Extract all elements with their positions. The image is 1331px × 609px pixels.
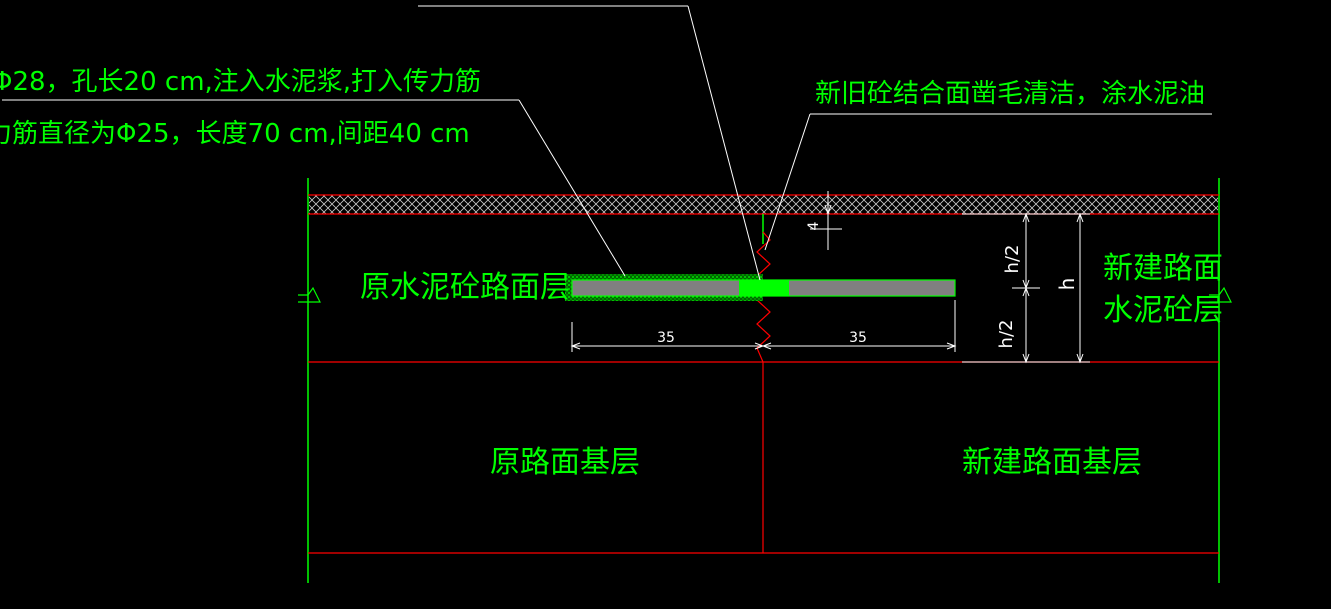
old-concrete-layer-label: 原水泥砼路面层 — [360, 270, 570, 305]
depth-dimension — [962, 212, 1090, 364]
dowel-bar-left — [572, 280, 762, 296]
new-concrete-layer-label-line2: 水泥砼层 — [1103, 293, 1223, 328]
right-break-symbol — [1209, 286, 1232, 303]
surface-thickness-dimension — [810, 191, 842, 250]
new-base-layer-label: 新建路面基层 — [962, 445, 1142, 480]
surface-hatch-layer — [309, 195, 1218, 214]
leader-joint-diagonal — [764, 113, 811, 251]
dowel-bar-right — [763, 280, 955, 296]
left-length-label: 35 — [657, 330, 675, 346]
bar-note: 力筋直径为Φ25，长度70 cm,间距40 cm — [0, 119, 470, 149]
leader-hole-diagonal — [518, 99, 626, 277]
length-dimension — [570, 300, 957, 352]
hole-note: Φ28，孔长20 cm,注入水泥浆,打入传力筋 — [0, 67, 481, 97]
new-concrete-layer-label-line1: 新建路面 — [1103, 251, 1223, 286]
old-base-layer-label: 原路面基层 — [490, 445, 640, 480]
right-length-label: 35 — [849, 330, 867, 346]
slab-depth-label: h — [1055, 278, 1079, 291]
left-break-symbol — [298, 286, 321, 303]
half-depth-top-label: h/2 — [1002, 245, 1023, 274]
half-depth-bottom-label: h/2 — [996, 320, 1017, 349]
joint-grout-block — [739, 280, 789, 296]
surface-thickness-label: 4 — [806, 221, 822, 230]
leader-top-diagonal — [687, 5, 761, 281]
joint-note: 新旧砼结合面凿毛清洁，涂水泥油 — [815, 79, 1205, 109]
